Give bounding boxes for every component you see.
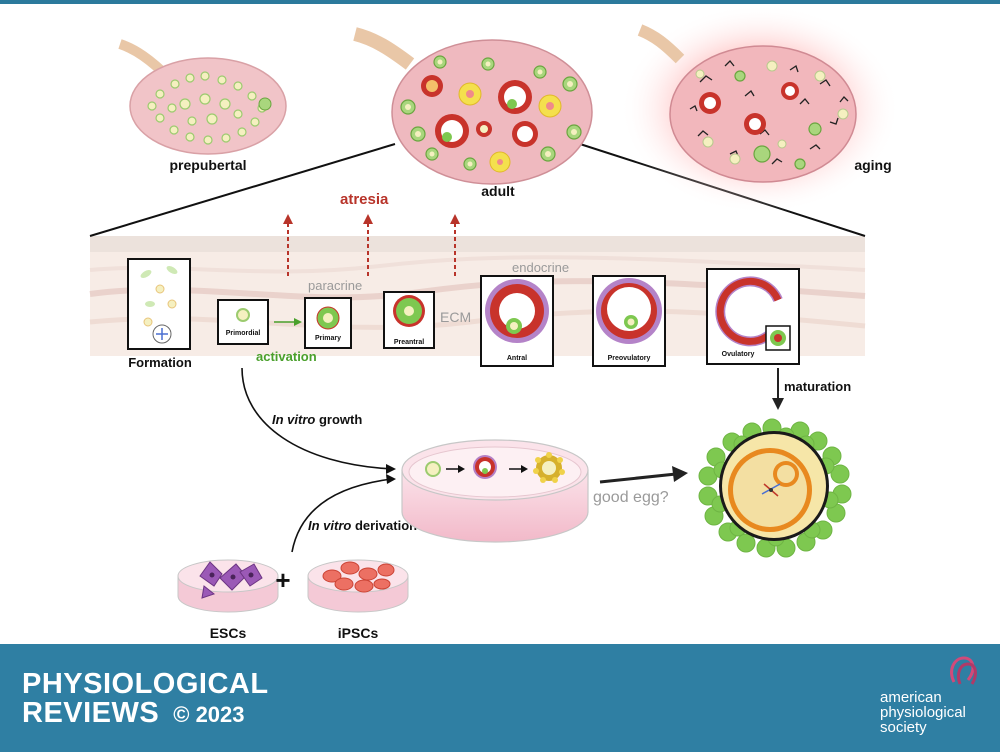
journal-title-line1: PHYSIOLOGICAL <box>22 668 269 700</box>
endocrine-label: endocrine <box>512 260 569 275</box>
atresia-arrowheads <box>283 214 460 224</box>
antral-stage <box>480 275 554 367</box>
ovarian-follicle-diagram: prepubertal adult <box>89 4 900 641</box>
good-egg-arrowhead <box>672 466 688 482</box>
preantral-label: Preantral <box>394 339 424 346</box>
formation-stage <box>127 258 191 350</box>
society-name: american physiological society <box>880 690 966 735</box>
atresia-arrows <box>287 222 456 276</box>
zoom-line-left <box>89 143 396 237</box>
good-egg-arrow <box>599 472 677 484</box>
in-vitro-growth-label: In vitro growth <box>272 412 362 427</box>
in-vitro-growth-arrowhead <box>386 464 396 474</box>
copyright: © 2023 <box>173 702 245 727</box>
aging-label: aging <box>854 157 891 173</box>
primordial-label: Primordial <box>226 330 261 337</box>
primary-label: Primary <box>315 335 341 342</box>
good-egg-label: good egg? <box>593 489 669 506</box>
aps-logo-icon <box>950 656 977 685</box>
society-line2: physiological <box>880 704 966 721</box>
maturation-arrowhead <box>772 398 784 410</box>
adult-ovary <box>353 27 593 185</box>
in-vitro-derivation-label: In vitro derivation <box>308 518 417 533</box>
prepubertal-ovary <box>118 39 287 155</box>
preantral-stage <box>383 291 435 349</box>
atresia-label: atresia <box>340 191 389 208</box>
preovulatory-stage <box>592 275 666 367</box>
primary-stage <box>304 297 352 349</box>
in-vitro-derivation-curve <box>291 478 393 553</box>
activation-label: activation <box>256 349 317 364</box>
escs-label: ESCs <box>210 625 247 641</box>
preovulatory-label: Preovulatory <box>608 355 651 362</box>
journal-title-line2: REVIEWS© 2023 <box>22 697 245 729</box>
prepubertal-label: prepubertal <box>169 157 246 173</box>
footer-band <box>0 644 1000 752</box>
aging-ovary <box>620 4 900 214</box>
journal-title: PHYSIOLOGICAL REVIEWS© 2023 <box>22 670 269 729</box>
ovulatory-label: Ovulatory <box>722 351 755 358</box>
maturation-label: maturation <box>784 379 851 394</box>
activation-arrowhead <box>294 318 302 326</box>
ipsc-dish <box>307 559 409 613</box>
society-line1: american <box>880 689 942 706</box>
ecm-label: ECM <box>440 309 471 325</box>
primordial-stage <box>217 299 269 345</box>
top-accent-bar <box>0 0 1000 4</box>
ipscs-label: iPSCs <box>338 625 379 641</box>
mature-oocyte <box>698 418 852 558</box>
in-vitro-derivation-arrowhead <box>386 474 396 484</box>
esc-dish <box>177 559 279 613</box>
antral-label: Antral <box>507 355 527 362</box>
culture-dish <box>401 439 589 543</box>
plus-sign: + <box>275 565 290 595</box>
in-vitro-growth-curve <box>241 367 393 470</box>
ovulatory-stage <box>706 268 800 365</box>
society-line3: society <box>880 719 927 736</box>
adult-label: adult <box>481 183 515 199</box>
formation-label: Formation <box>128 355 192 370</box>
paracrine-label: paracrine <box>308 278 362 293</box>
